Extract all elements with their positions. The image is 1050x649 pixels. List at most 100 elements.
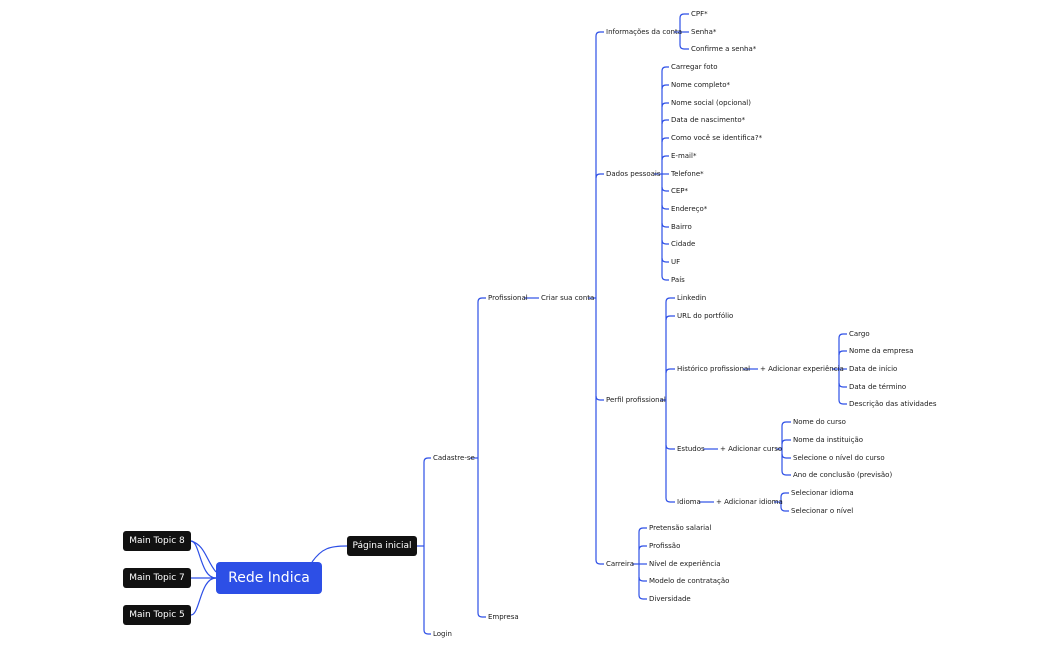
pagina-inicial-node[interactable]: Página inicial bbox=[347, 536, 417, 556]
main-topic-5[interactable]: Main Topic 5 bbox=[123, 605, 191, 625]
perfil-idioma[interactable]: Idioma bbox=[677, 498, 701, 506]
informacoes-conta-node[interactable]: Informações da conta bbox=[606, 28, 682, 36]
edge-curso-branch bbox=[781, 470, 791, 476]
edge-criar-branch bbox=[595, 559, 604, 565]
curso-item[interactable]: Nome do curso bbox=[793, 418, 846, 426]
carreira-node[interactable]: Carreira bbox=[606, 560, 635, 568]
edge-info-branch bbox=[679, 13, 689, 19]
edge-curso-branch bbox=[781, 421, 791, 427]
edge-cadastre-branch bbox=[477, 297, 486, 303]
edge-dados-branch bbox=[661, 66, 669, 72]
edge-carreira-branch bbox=[638, 594, 647, 600]
edge-exp-branch bbox=[838, 350, 847, 356]
edge-dados-branch bbox=[661, 275, 669, 281]
carreira-item[interactable]: Nível de experiência bbox=[649, 560, 721, 568]
empresa-node[interactable]: Empresa bbox=[488, 613, 519, 621]
edge-dados-branch bbox=[661, 119, 669, 125]
experiencia-item[interactable]: Data de início bbox=[849, 365, 898, 373]
info-item-cpf[interactable]: CPF* bbox=[691, 10, 708, 18]
carreira-item[interactable]: Pretensão salarial bbox=[649, 524, 712, 532]
edge-criar-branch bbox=[595, 173, 604, 179]
experiencia-item[interactable]: Descrição das atividades bbox=[849, 400, 937, 408]
login-node[interactable]: Login bbox=[433, 630, 452, 638]
dados-pessoais-node[interactable]: Dados pessoais bbox=[606, 170, 661, 178]
perfil-linkedin[interactable]: Linkedin bbox=[677, 294, 707, 302]
edge-exp-branch bbox=[838, 382, 847, 388]
main-topic-8[interactable]: Main Topic 8 bbox=[123, 531, 191, 551]
edge-exp-branch bbox=[838, 399, 847, 405]
edge-criar-branch bbox=[595, 31, 604, 37]
curso-item[interactable]: Selecione o nível do curso bbox=[793, 454, 885, 462]
edge-root-t8b bbox=[190, 540, 217, 573]
dados-item[interactable]: Nome completo* bbox=[671, 81, 731, 89]
dados-item[interactable]: Como você se identifica?* bbox=[671, 134, 763, 142]
edge-root-t5 bbox=[190, 577, 217, 616]
edge-carreira-branch bbox=[638, 527, 647, 533]
edge-dados-branch bbox=[661, 239, 669, 245]
edge-root-t8 bbox=[190, 540, 217, 579]
edge-dados-branch bbox=[661, 155, 669, 161]
edge-perfil-branch bbox=[665, 297, 675, 303]
edge-curso-branch bbox=[781, 453, 791, 459]
perfil-profissional-node[interactable]: Perfil profissional bbox=[606, 396, 666, 404]
edge-dados-branch bbox=[661, 84, 669, 90]
edge-curso-branch bbox=[781, 439, 791, 445]
experiencia-item[interactable]: Data de término bbox=[849, 383, 907, 391]
add-curso-node[interactable]: + Adicionar curso bbox=[720, 445, 783, 453]
edge-perfil-branch bbox=[665, 315, 675, 321]
dados-item[interactable]: Data de nascimento* bbox=[671, 116, 746, 124]
edge-pagina-branch bbox=[423, 457, 431, 463]
edge-cadastre-branch bbox=[477, 612, 486, 618]
edge-dados-branch bbox=[661, 222, 669, 228]
edge-dados-branch bbox=[661, 204, 669, 210]
info-item-confirme-senha[interactable]: Confirme a senha* bbox=[691, 45, 757, 53]
carreira-item[interactable]: Profissão bbox=[649, 542, 681, 550]
edge-dados-branch bbox=[661, 257, 669, 263]
curso-item[interactable]: Ano de conclusão (previsão) bbox=[793, 471, 893, 479]
edge-dados-branch bbox=[661, 186, 669, 192]
edge-carreira-branch bbox=[638, 576, 647, 582]
edge-perfil-branch bbox=[665, 368, 675, 374]
dados-item[interactable]: Endereço* bbox=[671, 205, 708, 213]
perfil-url-portfolio[interactable]: URL do portfólio bbox=[677, 312, 734, 320]
info-item-senha[interactable]: Senha* bbox=[691, 28, 717, 36]
add-idioma-node[interactable]: + Adicionar idioma bbox=[716, 498, 783, 506]
curso-item[interactable]: Nome da instituição bbox=[793, 436, 864, 444]
experiencia-item[interactable]: Cargo bbox=[849, 330, 870, 338]
profissional-node[interactable]: Profissional bbox=[488, 294, 528, 302]
perfil-historico[interactable]: Histórico profissional bbox=[677, 365, 751, 373]
dados-item[interactable]: Bairro bbox=[671, 223, 692, 231]
edge-exp-branch bbox=[838, 333, 847, 339]
edge-pagina-branch bbox=[423, 629, 431, 635]
edge-carreira-branch bbox=[638, 545, 647, 551]
dados-item[interactable]: E-mail* bbox=[671, 152, 697, 160]
perfil-estudos[interactable]: Estudos bbox=[677, 445, 705, 453]
idioma-item[interactable]: Selecionar o nível bbox=[791, 507, 854, 515]
carreira-item[interactable]: Modelo de contratação bbox=[649, 577, 730, 585]
edge-perfil-branch bbox=[665, 444, 675, 450]
dados-item[interactable]: Carregar foto bbox=[671, 63, 718, 71]
edge-criar-branch bbox=[595, 395, 604, 401]
dados-item[interactable]: Nome social (opcional) bbox=[671, 99, 751, 107]
dados-item[interactable]: UF bbox=[671, 258, 681, 266]
criar-conta-node[interactable]: Criar sua conta bbox=[541, 294, 595, 302]
edge-root-pagina bbox=[311, 545, 348, 563]
edge-info-branch bbox=[679, 44, 689, 50]
edge-idioma-branch bbox=[780, 506, 789, 512]
dados-item[interactable]: Cidade bbox=[671, 240, 696, 248]
main-topic-7[interactable]: Main Topic 7 bbox=[123, 568, 191, 588]
cadastre-se-node[interactable]: Cadastre-se bbox=[433, 454, 475, 462]
edge-perfil-branch bbox=[665, 497, 675, 503]
dados-item[interactable]: CEP* bbox=[671, 187, 689, 195]
edge-idioma-branch bbox=[780, 492, 789, 498]
dados-item[interactable]: Telefone* bbox=[671, 170, 704, 178]
edge-dados-branch bbox=[661, 137, 669, 143]
root-node[interactable]: Rede Indica bbox=[216, 562, 322, 594]
experiencia-item[interactable]: Nome da empresa bbox=[849, 347, 914, 355]
edge-dados-branch bbox=[661, 102, 669, 108]
add-experiencia-node[interactable]: + Adicionar experiência bbox=[760, 365, 844, 373]
carreira-item[interactable]: Diversidade bbox=[649, 595, 691, 603]
idioma-item[interactable]: Selecionar idioma bbox=[791, 489, 854, 497]
dados-item[interactable]: País bbox=[671, 276, 685, 284]
